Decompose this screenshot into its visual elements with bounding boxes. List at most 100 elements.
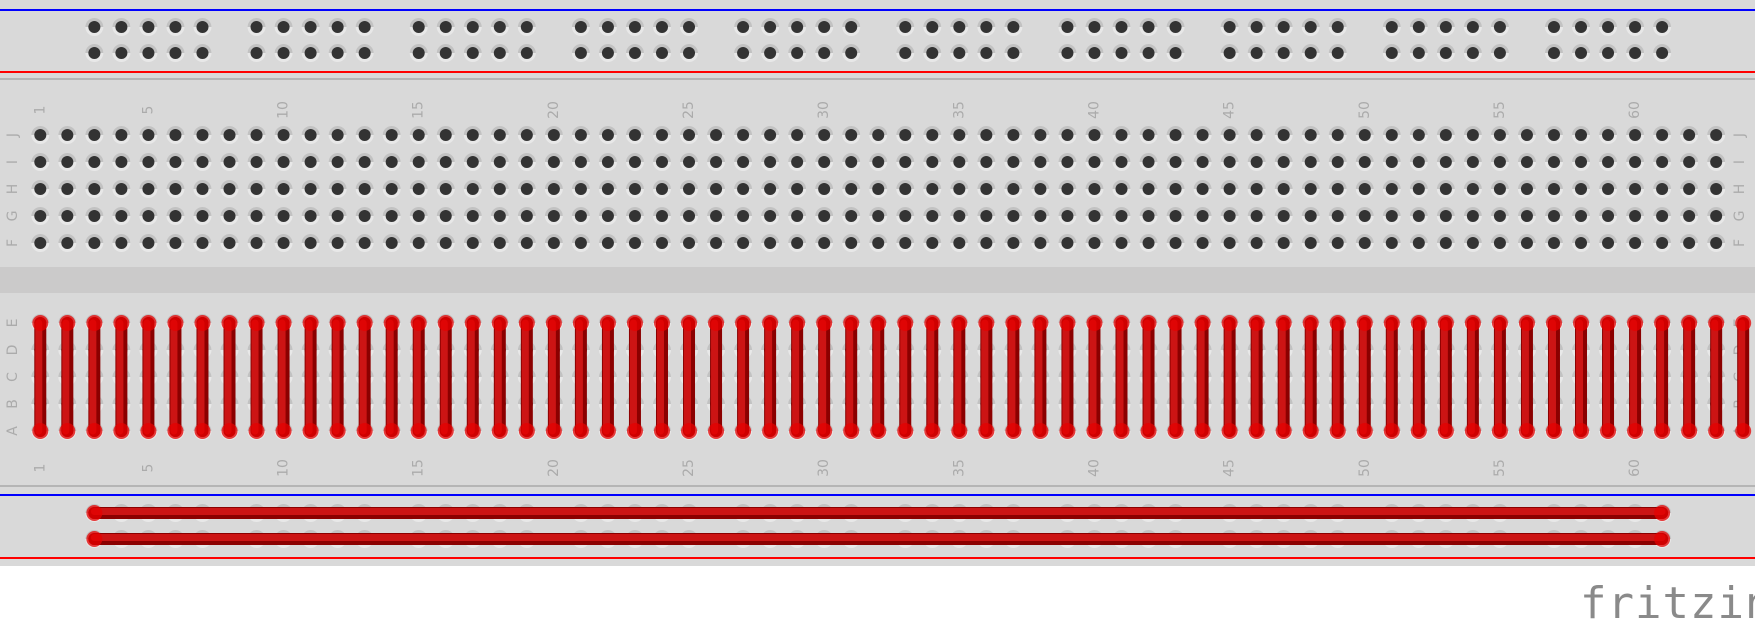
wire-end[interactable]: [653, 423, 670, 439]
rail-hole[interactable]: [734, 44, 753, 62]
terminal-hole[interactable]: [1328, 153, 1347, 171]
terminal-hole-pin[interactable]: [1358, 210, 1371, 222]
terminal-hole[interactable]: [490, 207, 509, 225]
wire-end[interactable]: [1627, 315, 1644, 331]
terminal-hole[interactable]: [652, 234, 671, 252]
terminal-hole[interactable]: [1382, 234, 1401, 252]
rail-hole-pin[interactable]: [466, 21, 479, 33]
rail-hole-pin[interactable]: [655, 47, 668, 59]
rail-hole[interactable]: [896, 18, 915, 36]
strip-wire[interactable]: [194, 315, 211, 439]
terminal-hole-pin[interactable]: [277, 156, 290, 168]
terminal-hole[interactable]: [680, 180, 699, 198]
terminal-hole-pin[interactable]: [1196, 129, 1209, 141]
wire-end[interactable]: [1573, 315, 1590, 331]
terminal-hole[interactable]: [1653, 180, 1672, 198]
strip-wire[interactable]: [302, 315, 319, 439]
terminal-hole-pin[interactable]: [520, 237, 533, 249]
terminal-hole-pin[interactable]: [1142, 210, 1155, 222]
terminal-hole-pin[interactable]: [1250, 183, 1263, 195]
terminal-hole[interactable]: [571, 234, 590, 252]
strip-wire[interactable]: [491, 315, 508, 439]
rail-hole-pin[interactable]: [1115, 21, 1128, 33]
terminal-hole-pin[interactable]: [926, 156, 939, 168]
rail-hole[interactable]: [625, 18, 644, 36]
terminal-hole-pin[interactable]: [331, 237, 344, 249]
terminal-hole-pin[interactable]: [1683, 237, 1696, 249]
terminal-hole-pin[interactable]: [1196, 237, 1209, 249]
rail-hole[interactable]: [788, 18, 807, 36]
wire-end[interactable]: [1545, 423, 1562, 439]
rail-hole-pin[interactable]: [1547, 47, 1560, 59]
terminal-hole-pin[interactable]: [34, 156, 47, 168]
wire-end[interactable]: [1708, 315, 1725, 331]
terminal-hole-pin[interactable]: [250, 129, 263, 141]
wire-end[interactable]: [275, 315, 292, 331]
terminal-hole[interactable]: [680, 126, 699, 144]
wire-end[interactable]: [1194, 315, 1211, 331]
terminal-hole[interactable]: [517, 126, 536, 144]
rail-hole[interactable]: [842, 44, 861, 62]
wire-end[interactable]: [1167, 315, 1184, 331]
wire-end[interactable]: [1086, 315, 1103, 331]
terminal-hole[interactable]: [1572, 126, 1591, 144]
terminal-hole[interactable]: [247, 206, 266, 225]
terminal-hole[interactable]: [923, 234, 942, 252]
terminal-hole[interactable]: [1247, 153, 1266, 171]
terminal-hole-pin[interactable]: [466, 183, 479, 195]
terminal-hole-pin[interactable]: [88, 129, 101, 141]
terminal-hole-pin[interactable]: [1358, 129, 1371, 141]
terminal-hole[interactable]: [869, 207, 888, 225]
terminal-hole[interactable]: [220, 126, 239, 144]
rail-hole[interactable]: [1301, 18, 1320, 36]
terminal-hole-pin[interactable]: [1656, 210, 1669, 222]
terminal-hole-pin[interactable]: [439, 183, 452, 195]
terminal-hole-pin[interactable]: [1520, 156, 1533, 168]
terminal-hole-pin[interactable]: [412, 156, 425, 168]
wire-end[interactable]: [1545, 315, 1562, 331]
wire-end[interactable]: [1302, 423, 1319, 439]
terminal-hole[interactable]: [1112, 207, 1131, 225]
rail-hole[interactable]: [1653, 44, 1672, 62]
terminal-hole-pin[interactable]: [1493, 183, 1506, 195]
rail-hole-pin[interactable]: [142, 21, 155, 33]
wire-end[interactable]: [1437, 423, 1454, 439]
terminal-hole[interactable]: [707, 153, 726, 171]
terminal-hole-pin[interactable]: [1575, 183, 1588, 195]
rail-hole[interactable]: [1544, 44, 1563, 62]
strip-wire[interactable]: [1573, 315, 1590, 439]
terminal-hole-pin[interactable]: [1439, 183, 1452, 195]
terminal-hole[interactable]: [707, 234, 726, 252]
terminal-hole[interactable]: [869, 153, 888, 171]
wire-end[interactable]: [1681, 423, 1698, 439]
rail-hole-pin[interactable]: [1547, 21, 1560, 33]
terminal-hole-pin[interactable]: [1007, 237, 1020, 249]
terminal-hole-pin[interactable]: [169, 156, 182, 168]
wire-end[interactable]: [843, 423, 860, 439]
wire-end[interactable]: [1681, 315, 1698, 331]
terminal-hole[interactable]: [1680, 126, 1699, 144]
terminal-hole[interactable]: [58, 207, 77, 225]
terminal-hole[interactable]: [355, 180, 374, 198]
terminal-hole[interactable]: [1626, 153, 1645, 171]
rail-hole-pin[interactable]: [899, 47, 912, 59]
terminal-hole-pin[interactable]: [1629, 210, 1642, 222]
terminal-hole-pin[interactable]: [385, 210, 398, 222]
terminal-hole-pin[interactable]: [547, 237, 560, 249]
wire-end[interactable]: [1654, 505, 1671, 521]
terminal-hole-pin[interactable]: [196, 183, 209, 195]
terminal-hole-pin[interactable]: [655, 210, 668, 222]
terminal-hole[interactable]: [1355, 180, 1374, 198]
terminal-hole-pin[interactable]: [1520, 129, 1533, 141]
wire-end[interactable]: [1491, 423, 1508, 439]
terminal-hole-pin[interactable]: [466, 129, 479, 141]
terminal-hole-pin[interactable]: [1710, 237, 1723, 249]
terminal-hole-pin[interactable]: [1142, 156, 1155, 168]
terminal-hole-pin[interactable]: [1223, 183, 1236, 195]
rail-hole[interactable]: [977, 44, 996, 62]
terminal-hole-pin[interactable]: [61, 237, 74, 249]
wire-end[interactable]: [870, 315, 887, 331]
rail-hole[interactable]: [734, 18, 753, 36]
wire-end[interactable]: [1032, 423, 1049, 439]
wire-end[interactable]: [1302, 315, 1319, 331]
